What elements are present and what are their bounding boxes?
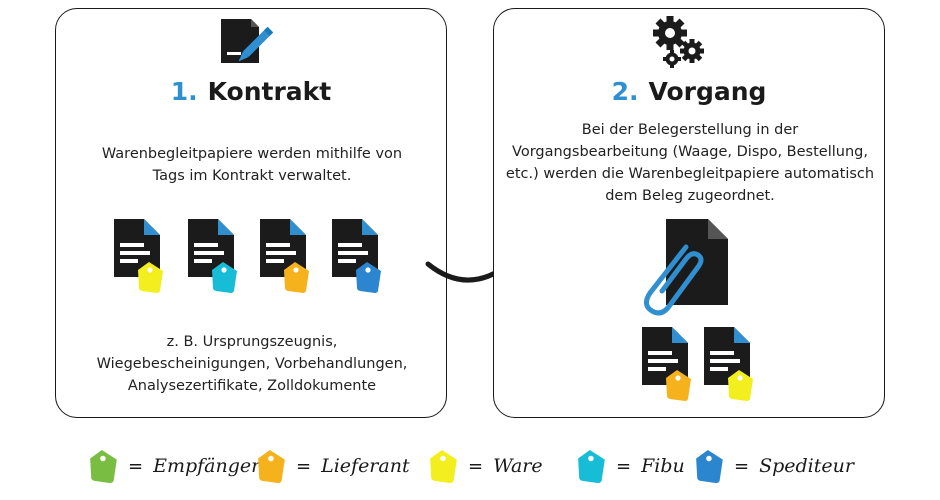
gears-icon xyxy=(652,15,708,73)
legend-equals: = xyxy=(128,455,144,477)
legend-equals: = xyxy=(468,455,484,477)
tagged-document-icon xyxy=(260,219,312,303)
legend-equals: = xyxy=(296,455,312,477)
legend-item-empfaenger: = Empfänger xyxy=(88,448,260,484)
tag-icon xyxy=(696,450,723,484)
examples-line: z. B. Ursprungszeugnis, xyxy=(166,334,338,350)
legend-item-spediteur: = Spediteur xyxy=(694,448,854,484)
examples-line: Analysezertifikate, Zolldokumente xyxy=(127,378,377,394)
tag-icon xyxy=(258,450,285,484)
legend-equals: = xyxy=(734,455,750,477)
tagged-documents-row xyxy=(642,327,762,409)
description-line: Vorgangsbearbeitung (Waage, Dispo, Beste… xyxy=(512,144,868,160)
document-pen-icon xyxy=(221,19,277,69)
tagged-document-icon xyxy=(332,219,384,303)
tag-icon xyxy=(90,450,117,484)
legend-equals: = xyxy=(616,455,632,477)
description-line: Warenbegleitpapiere werden mithilfe von xyxy=(101,146,403,162)
description-line: dem Beleg zugeordnet. xyxy=(605,188,775,204)
legend: = Empfänger = Lieferant = Ware = Fibu = … xyxy=(0,448,940,488)
card-description: Warenbegleitpapiere werden mithilfe von … xyxy=(76,143,428,187)
tagged-documents-row xyxy=(114,219,394,309)
tag-icon xyxy=(430,450,457,484)
legend-label: Spediteur xyxy=(759,455,854,477)
description-line: etc.) werden die Warenbegleitpapiere aut… xyxy=(505,166,875,182)
legend-label: Empfänger xyxy=(153,455,261,477)
step-title: Vorgang xyxy=(648,77,767,106)
step-number: 2. xyxy=(611,77,639,106)
process-card: 2. Vorgang Bei der Belegerstellung in der… xyxy=(493,8,885,418)
description-line: Tags im Kontrakt verwaltet. xyxy=(152,168,352,184)
legend-item-ware: = Ware xyxy=(428,448,543,484)
step-title: Kontrakt xyxy=(207,77,332,106)
legend-label: Ware xyxy=(493,455,543,477)
tag-icon xyxy=(578,450,605,484)
legend-label: Fibu xyxy=(641,455,685,477)
tagged-document-icon xyxy=(704,327,756,411)
contract-card: 1. Kontrakt Warenbegleitpapiere werden mi… xyxy=(55,8,447,418)
step-number: 1. xyxy=(170,77,198,106)
card-heading: 2. Vorgang xyxy=(494,77,884,106)
card-description: Bei der Belegerstellung in der Vorgangsb… xyxy=(500,119,880,207)
tagged-document-icon xyxy=(188,219,240,303)
paperclip-document-icon xyxy=(634,217,734,325)
tagged-document-icon xyxy=(642,327,694,411)
legend-label: Lieferant xyxy=(321,455,410,477)
examples-text: z. B. Ursprungszeugnis, Wiegebescheinigu… xyxy=(66,331,438,397)
legend-item-fibu: = Fibu xyxy=(576,448,685,484)
tagged-document-icon xyxy=(114,219,166,303)
description-line: Bei der Belegerstellung in der xyxy=(581,122,799,138)
legend-item-lieferant: = Lieferant xyxy=(256,448,410,484)
examples-line: Wiegebescheinigungen, Vorbehandlungen, xyxy=(96,356,408,372)
card-heading: 1. Kontrakt xyxy=(56,77,446,106)
